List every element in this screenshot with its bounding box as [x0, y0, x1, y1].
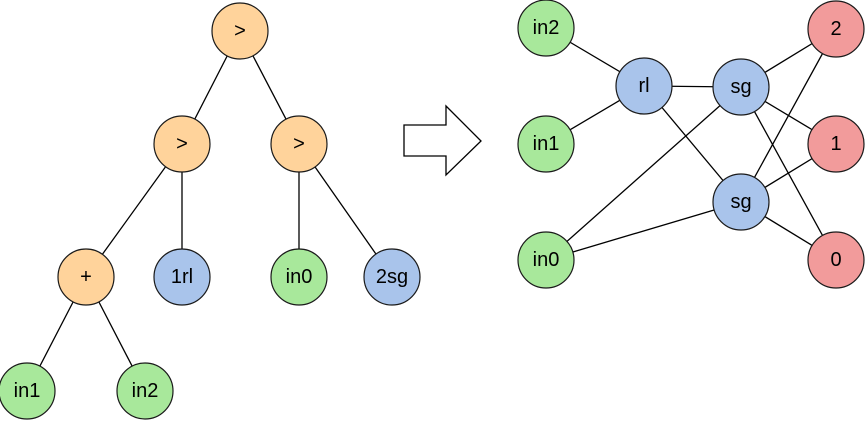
node-circle — [270, 115, 328, 173]
node-label: 2 — [830, 18, 841, 40]
node-label: in1 — [14, 380, 41, 402]
node-circle — [153, 115, 211, 173]
network-edge-sg_bottom-out2 — [740, 28, 837, 203]
node-label: in1 — [533, 133, 560, 155]
network-node-out0: 0 — [807, 231, 865, 289]
tree-node-gt_left: > — [153, 115, 211, 173]
right-arrow-icon — [403, 104, 482, 177]
transform-arrow — [403, 104, 482, 177]
node-label: 1rl — [171, 266, 193, 288]
tree-node-leaf_in1: in1 — [0, 362, 56, 420]
network-edge-in0-sg_top — [545, 86, 742, 261]
node-label: in2 — [132, 380, 159, 402]
node-circle — [517, 231, 575, 289]
node-label: > — [293, 133, 305, 155]
network-node-in2: in2 — [517, 0, 575, 57]
node-label: 0 — [830, 249, 841, 271]
node-label: in2 — [533, 17, 560, 39]
node-label: rl — [638, 75, 649, 97]
node-circle — [517, 115, 575, 173]
tree-node-leaf_in2: in2 — [116, 362, 174, 420]
node-label: sg — [730, 76, 751, 98]
network-node-sg_top: sg — [712, 58, 770, 116]
tree-node-root: > — [211, 2, 269, 60]
network-edge-in0-sg_bottom — [545, 201, 742, 261]
tree-node-leaf_in0: in0 — [270, 248, 328, 306]
node-circle — [270, 248, 328, 306]
node-circle — [153, 248, 211, 306]
tree-node-leaf_1rl: 1rl — [153, 248, 211, 306]
node-circle — [211, 2, 269, 60]
node-label: sg — [730, 191, 751, 213]
node-label: + — [80, 266, 92, 288]
node-circle — [712, 173, 770, 231]
network-node-out2: 2 — [807, 0, 865, 58]
node-label: 1 — [830, 133, 841, 155]
node-label: > — [234, 20, 246, 42]
node-circle — [116, 362, 174, 420]
tree-node-gt_right: > — [270, 115, 328, 173]
node-circle — [712, 58, 770, 116]
node-circle — [615, 57, 673, 115]
node-circle — [807, 231, 865, 289]
network-node-in1: in1 — [517, 115, 575, 173]
network-node-sg_bottom: sg — [712, 173, 770, 231]
network-node-rl: rl — [615, 57, 673, 115]
node-label: in0 — [286, 266, 313, 288]
tree-node-leaf_2sg: 2sg — [363, 248, 421, 306]
node-circle — [57, 248, 115, 306]
node-label: > — [176, 133, 188, 155]
tree-node-plus: + — [57, 248, 115, 306]
node-circle — [807, 0, 865, 58]
network-node-in0: in0 — [517, 231, 575, 289]
node-circle — [363, 248, 421, 306]
node-circle — [0, 362, 56, 420]
node-label: 2sg — [376, 266, 408, 288]
network-node-out1: 1 — [807, 115, 865, 173]
node-circle — [807, 115, 865, 173]
node-circle — [517, 0, 575, 57]
node-label: in0 — [533, 249, 560, 271]
